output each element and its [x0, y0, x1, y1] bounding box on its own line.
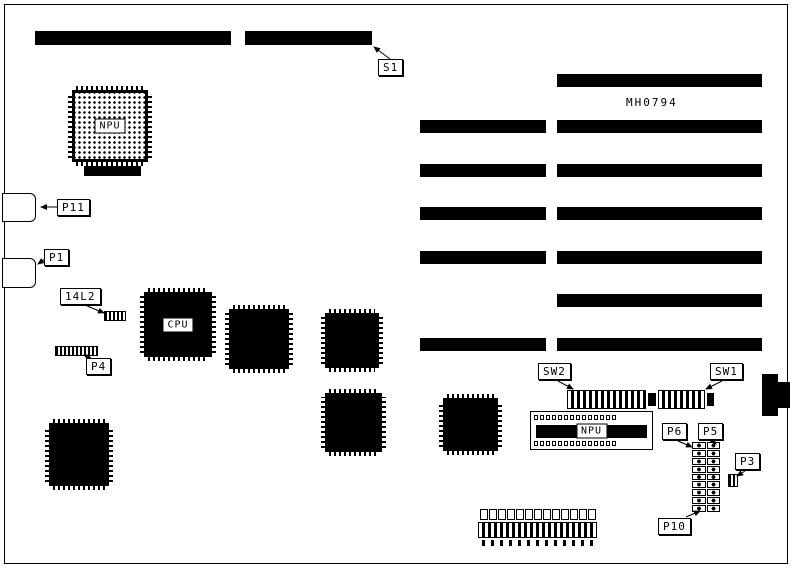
ic4-body [443, 398, 498, 451]
npu-dip-label: NPU [575, 423, 608, 438]
ic5-body [49, 423, 109, 486]
ic-chip-3 [321, 389, 386, 456]
ic1-pins-bottom [233, 369, 285, 373]
npu-dip-holes-top [534, 415, 616, 420]
npu-socket-bar [84, 166, 141, 176]
ic-chip-5 [45, 419, 113, 490]
slot-bar-left-2 [420, 120, 546, 133]
cpu-pins-top [148, 288, 208, 292]
ic3-pins-right [382, 397, 386, 448]
ic4-pins-top [447, 394, 494, 398]
s1-callout: S1 [378, 59, 404, 76]
pin-header-p6-p5 [692, 442, 720, 512]
bottom-connector-pins [482, 540, 594, 546]
bottom-connector-pads [480, 509, 596, 520]
keyboard-connector-plug [777, 382, 790, 408]
part-number-label: MH0794 [626, 96, 678, 109]
p11-connector [2, 193, 36, 222]
ic3-pins-left [321, 397, 325, 448]
npu-socket-pins-bottom [76, 162, 144, 166]
component-14l2 [104, 311, 126, 321]
p4-callout: P4 [86, 358, 112, 375]
slot-bar-right-3 [557, 164, 762, 177]
keyboard-connector [762, 374, 778, 416]
cpu-chip: CPU [140, 288, 216, 361]
ic5-pins-right [109, 427, 113, 482]
slot-bar-right-4 [557, 207, 762, 220]
ic-chip-1 [225, 305, 293, 373]
ic-chip-2 [321, 309, 383, 372]
sw1-dip-switch [658, 390, 705, 409]
cpu-pins-bottom [148, 357, 208, 361]
ic4-pins-bottom [447, 451, 494, 455]
ic1-pins-left [225, 313, 229, 365]
slot-bar-right-5 [557, 251, 762, 264]
ic4-pins-right [498, 402, 502, 447]
ic1-pins-right [289, 313, 293, 365]
ic2-body [325, 313, 379, 368]
ic3-pins-top [329, 389, 378, 393]
cpu-label: CPU [162, 317, 194, 332]
cpu-pins-right [212, 296, 216, 353]
npu-socket-pins-left [68, 94, 72, 158]
p11-callout: P11 [57, 199, 90, 216]
sw2-dip-switch [567, 390, 646, 409]
sw1-end-component [707, 393, 714, 406]
slot-bar-left-7 [420, 338, 546, 351]
ic2-pins-top [329, 309, 375, 313]
ic1-body [229, 309, 289, 369]
npu-socket-pins-top [76, 86, 144, 90]
callout-14l2: 14L2 [60, 288, 101, 305]
ic5-pins-top [53, 419, 105, 423]
npu-socket-pins-right [148, 94, 152, 158]
p5-callout: P5 [698, 423, 724, 440]
ic4-pins-left [439, 402, 443, 447]
slot-bar-top-2 [245, 31, 372, 45]
npu-dip-holes-bottom [534, 441, 616, 446]
slot-bar-left-5 [420, 251, 546, 264]
npu-socket-label: NPU [94, 118, 126, 134]
ic3-body [325, 393, 382, 452]
ic5-pins-left [45, 427, 49, 482]
ic-chip-4 [439, 394, 502, 455]
ic2-pins-bottom [329, 368, 375, 372]
sw2-end-component [648, 393, 656, 406]
ic3-pins-bottom [329, 452, 378, 456]
ic2-pins-left [321, 317, 325, 364]
p1-callout: P1 [44, 249, 70, 266]
cpu-pins-left [140, 296, 144, 353]
component-p4 [55, 346, 98, 356]
sw1-callout: SW1 [710, 363, 743, 380]
npu-dip-socket: NPU [530, 411, 653, 450]
slot-bar-right-7 [557, 338, 762, 351]
slot-bar-top-1 [35, 31, 231, 45]
p1-connector [2, 258, 36, 288]
bottom-connector-body [478, 522, 597, 538]
slot-bar-right-6 [557, 294, 762, 307]
slot-bar-left-3 [420, 164, 546, 177]
p3-callout: P3 [735, 453, 761, 470]
slot-bar-right-2 [557, 120, 762, 133]
slot-bar-left-4 [420, 207, 546, 220]
p10-callout: P10 [658, 518, 691, 535]
component-p3 [728, 474, 738, 487]
p6-callout: P6 [662, 423, 688, 440]
ic5-pins-bottom [53, 486, 105, 490]
npu-socket: NPU [68, 86, 152, 166]
ic2-pins-right [379, 317, 383, 364]
slot-bar-right-1 [557, 74, 762, 87]
sw2-callout: SW2 [538, 363, 571, 380]
ic1-pins-top [233, 305, 285, 309]
